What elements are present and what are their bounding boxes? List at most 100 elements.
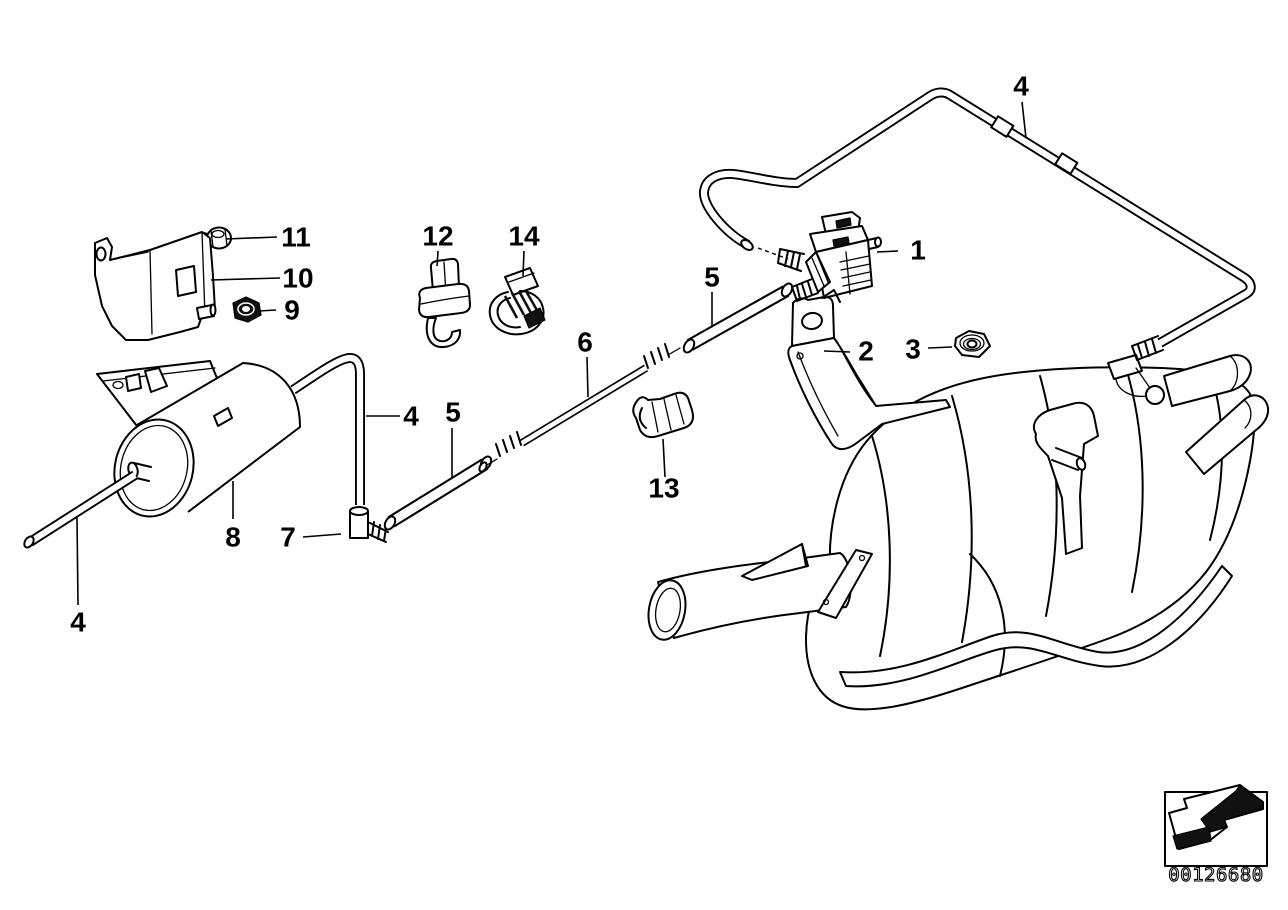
callout-2-leader [823,350,851,353]
clamp14-ring [488,290,545,336]
callout-5[interactable]: 5 [704,262,720,293]
muffler-rib [1125,367,1144,593]
bracket10-stub-end [209,303,217,317]
hose6-tip-end [478,461,488,473]
strap-hole [858,554,866,562]
callout-11-leader [225,236,278,240]
callout-13-leader [662,438,666,478]
callout-14[interactable]: 14 [508,221,540,252]
callout-14-leader [522,250,525,277]
muffler-rib [951,395,973,643]
part-3-nut [954,330,991,358]
nut3-chamfer [962,337,982,351]
inlet-gusset [741,543,809,581]
muffler-bottom-band [839,565,1233,688]
callout-3-leader [927,346,953,349]
tailpipe-upper-cap [1229,355,1239,392]
valve-top-slot [835,217,852,229]
hanger-pin [1051,447,1083,471]
part-13-clip [632,391,694,439]
image-number: 00126680 [1168,864,1264,886]
clamp14-head-line [508,272,535,283]
callout-9[interactable]: 9 [284,295,300,326]
valve-side-stub-end [874,236,882,248]
plate-clip [144,367,168,393]
stamp: 00126680 [1164,784,1268,887]
strap-hole [822,598,830,606]
bracket2-hole [801,311,823,331]
part-12-clamp [418,257,471,349]
hose6-tip-upper [667,347,681,356]
callout-10[interactable]: 10 [282,263,313,294]
connector-top [349,506,369,516]
part-1-vacuum-valve [757,211,882,303]
connector-barb [367,521,389,543]
flap-actuator [1107,354,1143,380]
part-4-hose-mid [290,353,365,505]
callout-7-leader [302,533,342,538]
callout-12-leader [436,250,439,267]
callout-11[interactable]: 11 [281,222,311,253]
bracket2-fold [797,339,877,437]
assembly-line [757,247,789,260]
screw-head-top [211,229,225,239]
callout-13[interactable]: 13 [648,473,679,504]
callout-6-leader [586,356,589,398]
bracket10-hole [95,246,107,262]
part-7-connector [349,506,389,543]
inlet-pipe-opening-inner [654,587,682,633]
tube-open-end [383,515,397,531]
callout-2[interactable]: 2 [858,336,874,367]
callout-4[interactable]: 4 [1013,71,1029,102]
hose-open-end [23,535,35,549]
part-5-tube-upper [682,282,794,354]
nut9-hole [242,306,250,312]
bracket10-folds [109,231,206,335]
callout-1[interactable]: 1 [910,235,926,266]
hose-end-barbs [1131,335,1164,361]
part-4-hose-bottom-left [23,470,138,549]
clamp12-hook [425,317,462,349]
muffler-rib [1039,375,1058,617]
nut9-rim [237,302,255,316]
part-10-bracket [94,231,217,341]
plate-clip [125,373,142,392]
callout-4[interactable]: 4 [403,401,419,432]
part-4-hose-top [699,87,1256,361]
clip13-opening [638,407,647,429]
tailpipe-upper [1163,354,1252,407]
callout-8[interactable]: 8 [225,522,241,553]
callout-12[interactable]: 12 [422,221,453,252]
bracket10-slot [175,265,197,297]
part-8-vacuum-reservoir [96,360,301,518]
callout-4[interactable]: 4 [70,607,86,638]
screw-head-facets [210,228,228,248]
part-2-bracket [787,295,951,450]
callout-5[interactable]: 5 [445,397,461,428]
clamp14-ring-inner [496,297,521,329]
tube-open-end [780,282,794,298]
callout-7[interactable]: 7 [280,522,296,553]
clip13-body [632,391,694,439]
direction-arrow-down-left-icon [1168,784,1264,850]
valve-foot [821,289,841,303]
callout-3[interactable]: 3 [905,334,921,365]
hose-coupling [990,115,1079,175]
part-5-tube-lower [383,455,493,531]
callout-10-leader [210,277,281,281]
callout-6[interactable]: 6 [577,327,593,358]
callout-9-leader [258,309,277,312]
muffler-rib [871,435,891,657]
bracket2-hole-small [796,352,804,360]
plate-hole [112,380,124,390]
clip13-lines [651,394,685,433]
flap-lever [1145,385,1165,405]
hanger-pin-end [1075,457,1087,471]
callout-1-leader [876,250,899,253]
muffler-illustration [647,354,1270,711]
valve-upper-slot [832,236,850,247]
valve-nipple-upper-ribs [784,250,801,270]
